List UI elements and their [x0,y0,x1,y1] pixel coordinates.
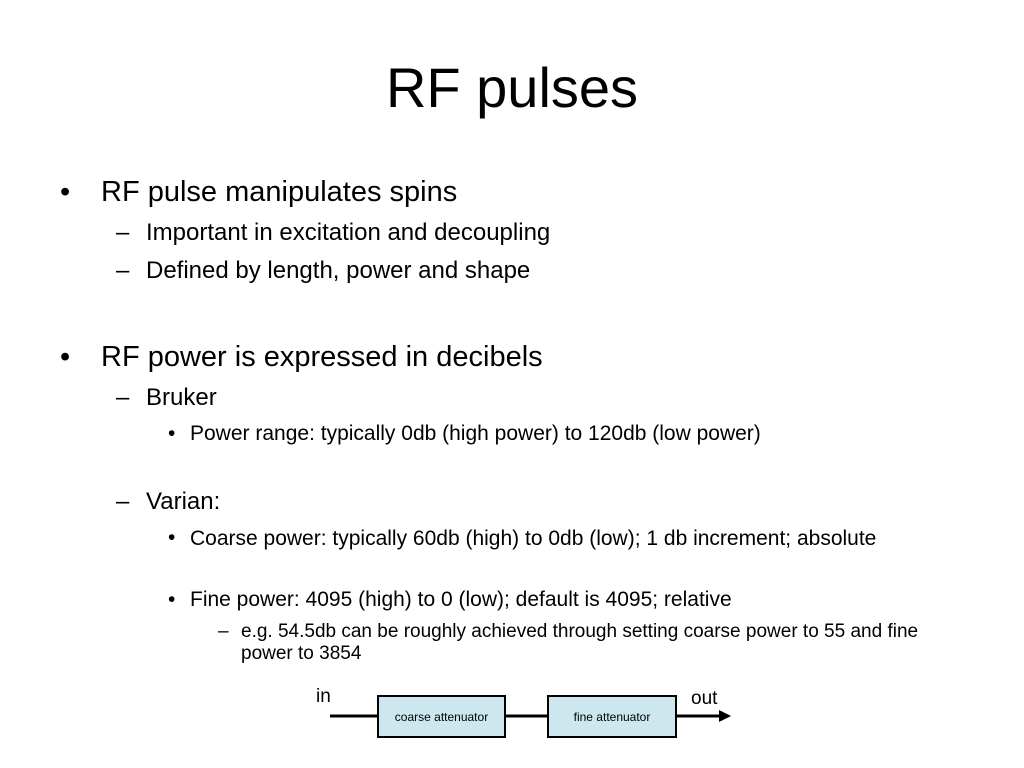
varian-fine-power: Fine power: 4095 (high) to 0 (low); defa… [190,588,732,611]
output-label: out [691,688,718,709]
example-marker: – [218,621,229,642]
sub-sub-bullet-marker: • [168,588,176,611]
sub-bullet-excitation: Important in excitation and decoupling [146,219,551,246]
varian-coarse-power: Coarse power: typically 60db (high) to 0… [190,527,877,550]
sub-sub-bullet-marker: • [168,422,176,445]
bullet-marker: • [60,341,71,373]
sub-bullet-marker: – [116,219,130,246]
sub-bullet-marker: – [116,257,130,284]
output-arrowhead [719,710,731,722]
sub-sub-bullet-marker: • [168,526,176,549]
sub-bullet-varian: Varian: [146,488,221,515]
coarse-attenuator-label: coarse attenuator [394,709,489,724]
fine-attenuator-label: fine attenuator [573,709,651,724]
bruker-power-range: Power range: typically 0db (high power) … [190,422,761,445]
sub-bullet-bruker: Bruker [146,384,217,411]
slide-title: RF pulses [385,56,639,119]
fine-attenuator-box: fine attenuator [547,695,677,738]
coarse-attenuator-box: coarse attenuator [377,695,506,738]
sub-bullet-defined-by: Defined by length, power and shape [146,257,531,284]
input-label: in [316,686,331,707]
bullet-marker: • [60,176,71,208]
varian-example: e.g. 54.5db can be roughly achieved thro… [241,621,919,665]
sub-bullet-marker: – [116,488,130,515]
bullet-rf-pulse-manipulates: RF pulse manipulates spins [101,176,458,208]
sub-bullet-marker: – [116,384,130,411]
bullet-rf-power-decibels: RF power is expressed in decibels [101,341,543,373]
